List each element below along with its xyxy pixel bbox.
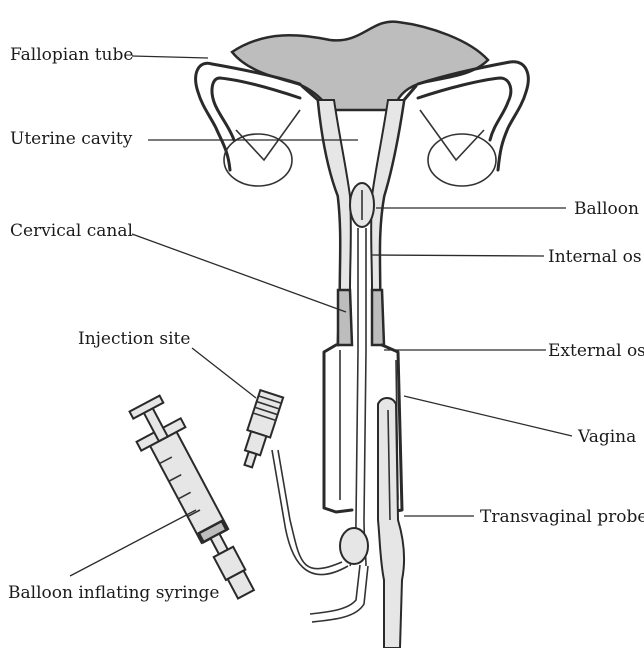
label-external-os: External os bbox=[548, 341, 644, 361]
catheter-bulb bbox=[340, 528, 368, 564]
leader-vagina bbox=[404, 396, 572, 436]
cervix-right bbox=[372, 290, 384, 345]
ovary-left bbox=[224, 134, 292, 186]
catheter-tube-left bbox=[350, 228, 358, 566]
cervix-left bbox=[338, 290, 352, 345]
fallopian-tube-right-inner bbox=[418, 78, 511, 140]
leader-injection-site bbox=[192, 348, 256, 398]
leader-internal-os bbox=[372, 255, 544, 256]
balloon-inflating-syringe bbox=[122, 392, 268, 606]
catheter-tube-right bbox=[364, 228, 366, 566]
ovary-right bbox=[428, 134, 496, 186]
label-fallopian-tube: Fallopian tube bbox=[10, 45, 133, 65]
uterine-fundus bbox=[232, 22, 488, 110]
injection-port-neck bbox=[244, 452, 256, 468]
label-balloon-inflating-syringe: Balloon inflating syringe bbox=[8, 583, 219, 603]
leader-balloon-syringe bbox=[70, 510, 196, 576]
label-uterine-cavity: Uterine cavity bbox=[10, 129, 133, 149]
label-balloon: Balloon bbox=[574, 199, 639, 219]
label-internal-os: Internal os bbox=[548, 247, 642, 267]
label-injection-site: Injection site bbox=[78, 329, 190, 349]
injection-site-connector bbox=[237, 390, 283, 470]
label-cervical-canal: Cervical canal bbox=[10, 221, 133, 241]
label-vagina: Vagina bbox=[577, 427, 636, 447]
leader-cervical-canal bbox=[132, 234, 346, 312]
fallopian-tube-right bbox=[418, 62, 528, 170]
label-transvaginal-probe: Transvaginal probe bbox=[480, 507, 644, 527]
leader-fallopian-tube bbox=[132, 56, 208, 58]
syringe-tubing bbox=[310, 565, 368, 622]
fallopian-tube-left bbox=[196, 63, 300, 170]
fallopian-tube-left-inner bbox=[212, 78, 300, 140]
